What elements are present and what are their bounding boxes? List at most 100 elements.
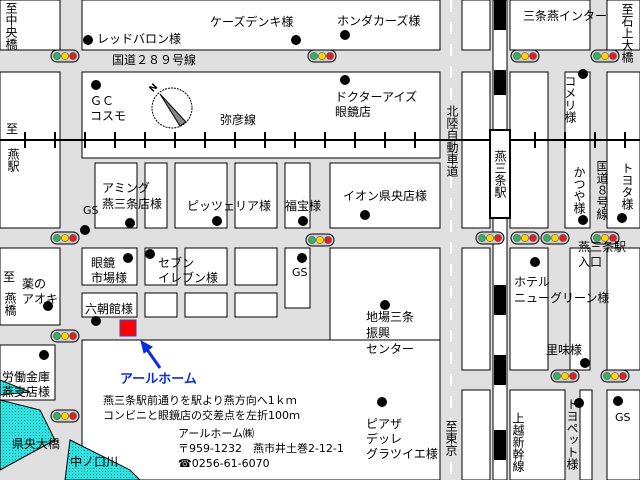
label-katsuya: かつや様	[572, 166, 586, 214]
company-phone: ☎0256-61-6070	[178, 457, 270, 470]
shinkansen-segment	[494, 0, 506, 30]
label-piazza-1: ピアザ	[366, 417, 403, 431]
label-yahiko-line: 弥彦線	[220, 113, 257, 127]
landmark-dot	[80, 225, 90, 235]
label-toyopet: トヨペット様	[565, 398, 579, 470]
label-arhome: アールホーム	[120, 372, 197, 387]
city-block	[0, 247, 61, 326]
city-block	[184, 292, 228, 318]
shinkansen-segment	[494, 70, 506, 95]
city-block	[0, 71, 61, 229]
label-satomi: 里味様	[546, 343, 583, 357]
label-piazza-2: デッレ	[366, 432, 403, 446]
label-route8: 国道８号線	[595, 160, 609, 220]
shinkansen-segments	[494, 0, 506, 460]
label-aoki-2: アオキ	[22, 292, 59, 306]
label-ks-denki: ケーズデンキ様	[210, 15, 294, 29]
label-aeon: イオン県央店様	[343, 189, 428, 203]
label-seven-1: セブン	[158, 256, 195, 270]
label-cosmo: コスモ	[90, 109, 127, 123]
landmark-dot	[530, 257, 540, 267]
label-toyota: トヨタ様	[620, 162, 634, 210]
label-dr-eyes: ドクターアイズ	[335, 90, 418, 104]
city-block	[94, 162, 138, 229]
label-to-tsubame-bridge-1: 至	[3, 270, 16, 284]
city-block	[144, 162, 168, 229]
label-hokuriku-expressway: 北陸自動車道	[445, 105, 459, 177]
traffic-lights	[50, 49, 630, 423]
label-dr-eyes-2: 眼鏡店	[335, 105, 372, 119]
directions-line-1: 燕三条駅前通りを駅より燕方向へ1ｋｍ	[103, 394, 297, 407]
city-block	[606, 247, 640, 371]
traffic-light-icon	[50, 49, 80, 63]
city-block	[509, 389, 566, 480]
landmark-dot	[43, 301, 53, 311]
city-block	[81, 292, 138, 318]
city-block	[81, 0, 441, 51]
arrow-icon	[140, 340, 162, 369]
landmark-dot	[291, 35, 301, 45]
label-hotel-1: ホテル	[514, 275, 551, 289]
city-block	[564, 71, 591, 229]
label-to-tsubame-2: 燕駅	[6, 148, 20, 172]
traffic-light-icon	[540, 231, 570, 245]
label-gc: ＧＣ	[90, 94, 115, 108]
river	[64, 439, 141, 480]
landmark-dot	[91, 316, 101, 326]
shinkansen-segment	[494, 285, 506, 315]
directions-line-2: コンビニと眼鏡店の交差点を左折100ｍ	[103, 409, 300, 422]
landmark-dot	[298, 216, 308, 226]
river	[0, 399, 56, 471]
label-nakanokuchi-river: 中ノ口川	[70, 455, 119, 469]
label-aming-1: アミング	[102, 181, 150, 195]
company-address: 〒959-1232 燕市井土巻2-12-1	[178, 442, 344, 455]
traffic-light-icon	[50, 329, 80, 343]
landmark-dot	[380, 300, 390, 310]
landmark-dot	[91, 80, 101, 90]
city-block	[81, 339, 441, 480]
landmark-dot	[578, 69, 588, 79]
landmark-dot	[578, 215, 588, 225]
label-station-entrance-2: 入口	[578, 255, 603, 269]
label-honda-cars: ホンダカーズ様	[337, 14, 421, 28]
landmark-dot	[617, 213, 627, 223]
label-rokin-2: 燕支店様	[2, 385, 51, 399]
city-block	[234, 247, 278, 286]
label-to-tsubame-1: 至	[6, 122, 19, 136]
traffic-light-icon	[305, 233, 335, 247]
label-fukuho: 福宝様	[285, 199, 322, 213]
landmark-dot	[39, 350, 49, 360]
traffic-light-icon	[600, 369, 630, 383]
city-block	[579, 389, 593, 480]
city-block	[461, 389, 491, 480]
traffic-light-icon	[510, 231, 540, 245]
landmark-dot	[360, 210, 370, 220]
landmark-dot	[145, 249, 155, 259]
label-gs-2: GS	[292, 266, 308, 279]
city-block	[461, 71, 491, 229]
label-to-ishigami: 至石上大橋	[620, 3, 634, 63]
label-to-chuo-bridge: 至中央橋	[4, 2, 18, 50]
label-aoki-1: 薬の	[22, 277, 47, 291]
traffic-light-icon	[50, 231, 80, 245]
river	[0, 379, 31, 396]
traffic-light-icon	[590, 49, 620, 63]
shinkansen-segment	[494, 430, 506, 460]
landmark-dot	[123, 253, 133, 263]
city-block	[569, 247, 591, 371]
traffic-light-icon	[475, 231, 505, 245]
landmark-dot	[83, 35, 93, 45]
label-kenou-bridge: 県央大橋	[12, 437, 61, 451]
label-route289: 国道２８９号線	[112, 53, 197, 67]
label-joetsu-shinkansen: 上越新幹線	[511, 412, 525, 472]
label-gs-3: GS	[615, 411, 631, 424]
city-block	[509, 71, 549, 229]
station-building	[489, 129, 511, 219]
city-block	[461, 247, 491, 371]
label-komeri: コメリ様	[563, 75, 577, 123]
shinkansen-segment	[494, 355, 506, 385]
label-pizzeria: ピッツェリア様	[187, 199, 272, 213]
city-block	[509, 247, 549, 371]
